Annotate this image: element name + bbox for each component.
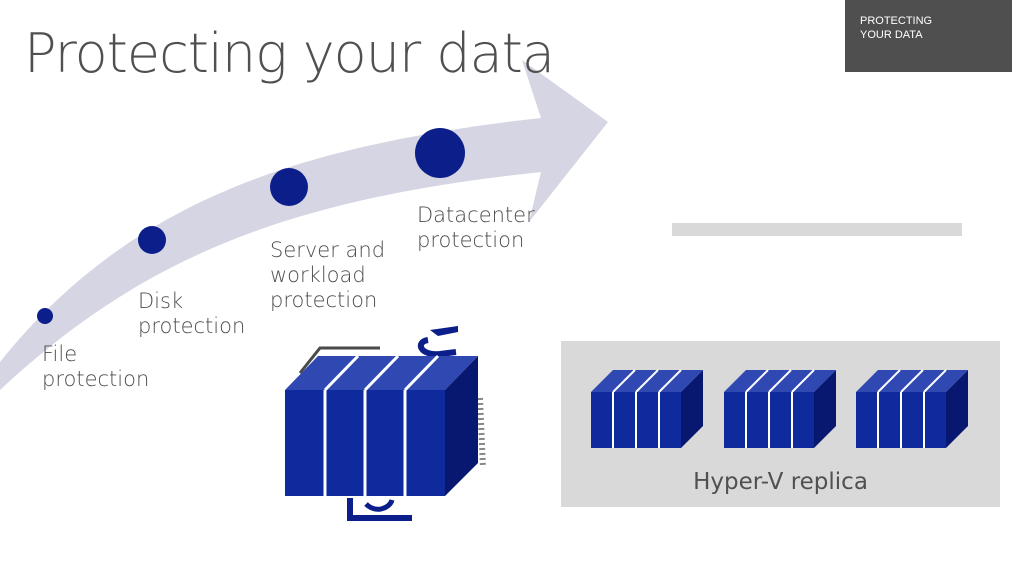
page-title: Protecting your data (24, 22, 555, 85)
section-tag: PROTECTING YOUR DATA (845, 0, 1012, 72)
stage-dot-file (37, 308, 53, 324)
stage-label-datacenter: Datacenter protection (417, 203, 535, 252)
replica-server-1-icon (591, 369, 703, 448)
stage-label-file: File protection (42, 342, 150, 391)
replica-server-3-icon (856, 369, 968, 448)
stage-dot-datacenter (415, 128, 465, 178)
stage-label-disk: Disk protection (138, 289, 246, 338)
server-block-icon (285, 326, 486, 521)
replica-label: Hyper-V replica (693, 469, 868, 495)
section-tag-line-1: PROTECTING (860, 15, 933, 27)
hyper-v-replica-panel: Hyper-V replica (561, 341, 1000, 507)
stage-label-server: Server and workload protection (270, 238, 386, 312)
stage-dot-disk (138, 226, 166, 254)
section-tag-line-2: YOUR DATA (860, 29, 923, 41)
replica-server-2-icon (724, 369, 836, 448)
decorative-bar (672, 223, 962, 236)
stage-dot-server (270, 168, 308, 206)
